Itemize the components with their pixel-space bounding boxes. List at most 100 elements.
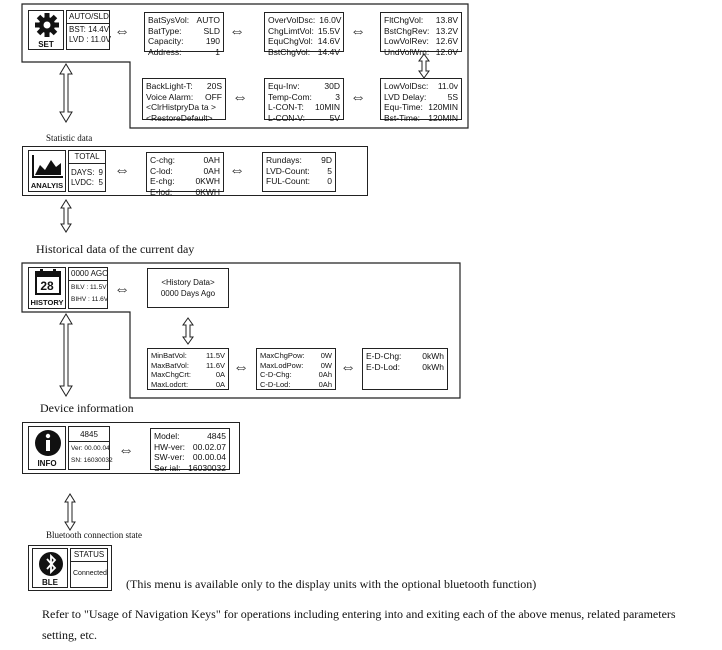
analysis-heading: Statistic data xyxy=(46,133,93,143)
param-label: C-chg: xyxy=(150,155,176,165)
param-row: Rundays: 9D xyxy=(266,155,332,166)
param-value: 5 xyxy=(327,165,332,176)
param-value: 0 xyxy=(327,176,332,186)
param-row: E-lod: 0KWH xyxy=(150,187,220,198)
info-model-code: 4845 xyxy=(68,426,110,442)
param-row: BackLight-T:20S xyxy=(146,81,222,92)
param-label: Equ-Inv: xyxy=(268,81,300,91)
set-arrow-1: ⇔ xyxy=(114,23,130,40)
param-label: Ser ial: xyxy=(154,462,181,473)
history-arrow-1: ⇔ xyxy=(114,281,130,298)
param-label: LowVolDsc: xyxy=(384,81,429,91)
param-row: BatType:SLD xyxy=(148,26,220,37)
param-row: Ser ial:16030032 xyxy=(154,463,226,474)
param-value: 5S xyxy=(447,91,458,102)
analysis-lvdc-label: LVDC: xyxy=(71,178,94,187)
param-label: EquChgVol: xyxy=(268,36,313,46)
param-value: 14.6V xyxy=(317,36,340,46)
param-label: MaxChgPow: xyxy=(260,351,305,360)
param-value: 9D xyxy=(321,155,332,165)
gear-icon xyxy=(35,13,59,37)
analysis-arrow-2: ⇔ xyxy=(229,162,245,179)
param-row: OverVolDsc:16.0V xyxy=(268,15,342,26)
param-value: 0kWh xyxy=(422,351,444,361)
history-heading: Historical data of the current day xyxy=(36,242,195,256)
param-value: 11.0v xyxy=(437,81,458,91)
param-row: LVD Delay: 5S xyxy=(384,92,458,103)
param-label: Rundays: xyxy=(266,155,302,165)
param-value: 16.0V xyxy=(319,15,342,25)
param-label: L-CON-T: xyxy=(268,102,304,112)
param-value: 14.4V xyxy=(317,46,340,57)
footer-text: Refer to "Usage of Navigation Keys" for … xyxy=(42,607,676,642)
param-label: BackLight-T: xyxy=(146,81,193,91)
param-row: L-CON-V:5V xyxy=(268,113,340,124)
param-label: MaxLodcrt: xyxy=(151,379,189,389)
param-row: BstChgVol:14.4V xyxy=(268,47,340,58)
param-row: FltChgVol:13.8V xyxy=(384,15,458,26)
param-value: 0KWH xyxy=(195,186,220,197)
param-label: C-lod: xyxy=(150,165,173,176)
param-value: 120MIN xyxy=(428,112,458,123)
param-value: 0AH xyxy=(203,155,220,165)
param-row: MaxBatVol: 11.6V xyxy=(151,361,225,371)
info-arrow-1: ⇔ xyxy=(118,442,134,459)
param-value: 10MIN xyxy=(314,102,340,112)
param-value: 00.02.07 xyxy=(192,441,226,452)
param-row: C-lod:0AH xyxy=(150,166,220,177)
set-arrow-2: ⇔ xyxy=(229,23,245,40)
history-icon-label: HISTORY xyxy=(30,298,64,307)
param-label: MaxBatVol: xyxy=(151,360,189,370)
param-value: 4845 xyxy=(207,431,226,441)
param-value: 0Ah xyxy=(318,370,332,379)
analysis-lvdc-value: 5 xyxy=(98,178,103,187)
info-ver: Ver: 00.00.04 xyxy=(71,445,110,452)
set-arrow-5: ⇔ xyxy=(350,89,366,106)
param-value: 11.6V xyxy=(205,360,225,370)
info-heading: Device information xyxy=(40,401,134,415)
ble-icon-box: BLE xyxy=(32,548,68,588)
history-icon-number: 28 xyxy=(40,279,54,293)
param-row: E-D-Lod:0kWh xyxy=(366,362,444,373)
history-arrow-3: ⇔ xyxy=(340,359,356,376)
param-label: LVD Delay: xyxy=(384,91,427,102)
param-row: EquChgVol: 14.6V xyxy=(268,36,340,47)
history-icon-box: 28 HISTORY xyxy=(28,267,66,309)
param-row: C-chg: 0AH xyxy=(150,155,220,166)
param-value: 5V xyxy=(329,112,340,123)
param-row: Address:1 xyxy=(148,47,220,58)
param-label: UndVolWrn: xyxy=(384,46,430,57)
param-row: Capacity:190 xyxy=(148,36,220,47)
param-row: C-D-Chg:0Ah xyxy=(260,370,332,380)
param-row: L-CON-T: 10MIN xyxy=(268,102,340,113)
param-label: MaxChgCrt: xyxy=(151,370,192,379)
analysis-arrow-1: ⇔ xyxy=(114,162,130,179)
param-label: ChgLimtVol: xyxy=(268,25,314,36)
param-label: Voice Alarm: xyxy=(146,91,194,102)
set-icon-label: SET xyxy=(38,40,54,49)
ble-heading: Bluetooth connection state xyxy=(46,530,142,540)
history-bilv-bihv: BILV : 11.5V BIHV : 11.6V xyxy=(68,281,108,309)
history-bilv: BILV : 11.5V xyxy=(71,284,107,291)
param-value: 12.6V xyxy=(435,36,458,46)
param-row: UndVolWrn:12.0V xyxy=(384,47,458,58)
param-label: E-lod: xyxy=(150,186,173,197)
param-row: E-chg:0KWH xyxy=(150,176,220,187)
param-value: 0Ah xyxy=(318,379,332,389)
analysis-icon-box: ANALYIS xyxy=(28,150,66,192)
set-lvd: LVD : 11.0V xyxy=(69,35,111,44)
param-row: MaxChgCrt:0A xyxy=(151,370,225,380)
param-value: 3 xyxy=(335,91,340,102)
info-icon-box: INFO xyxy=(28,426,66,470)
param-row: E-D-Chg:0kWh xyxy=(366,351,444,362)
param-value: 0kWh xyxy=(422,361,444,372)
param-row: ChgLimtVol:15.5V xyxy=(268,26,340,37)
param-row: LowVolRev:12.6V xyxy=(384,36,458,47)
history-data-title: <History Data> xyxy=(161,278,215,287)
